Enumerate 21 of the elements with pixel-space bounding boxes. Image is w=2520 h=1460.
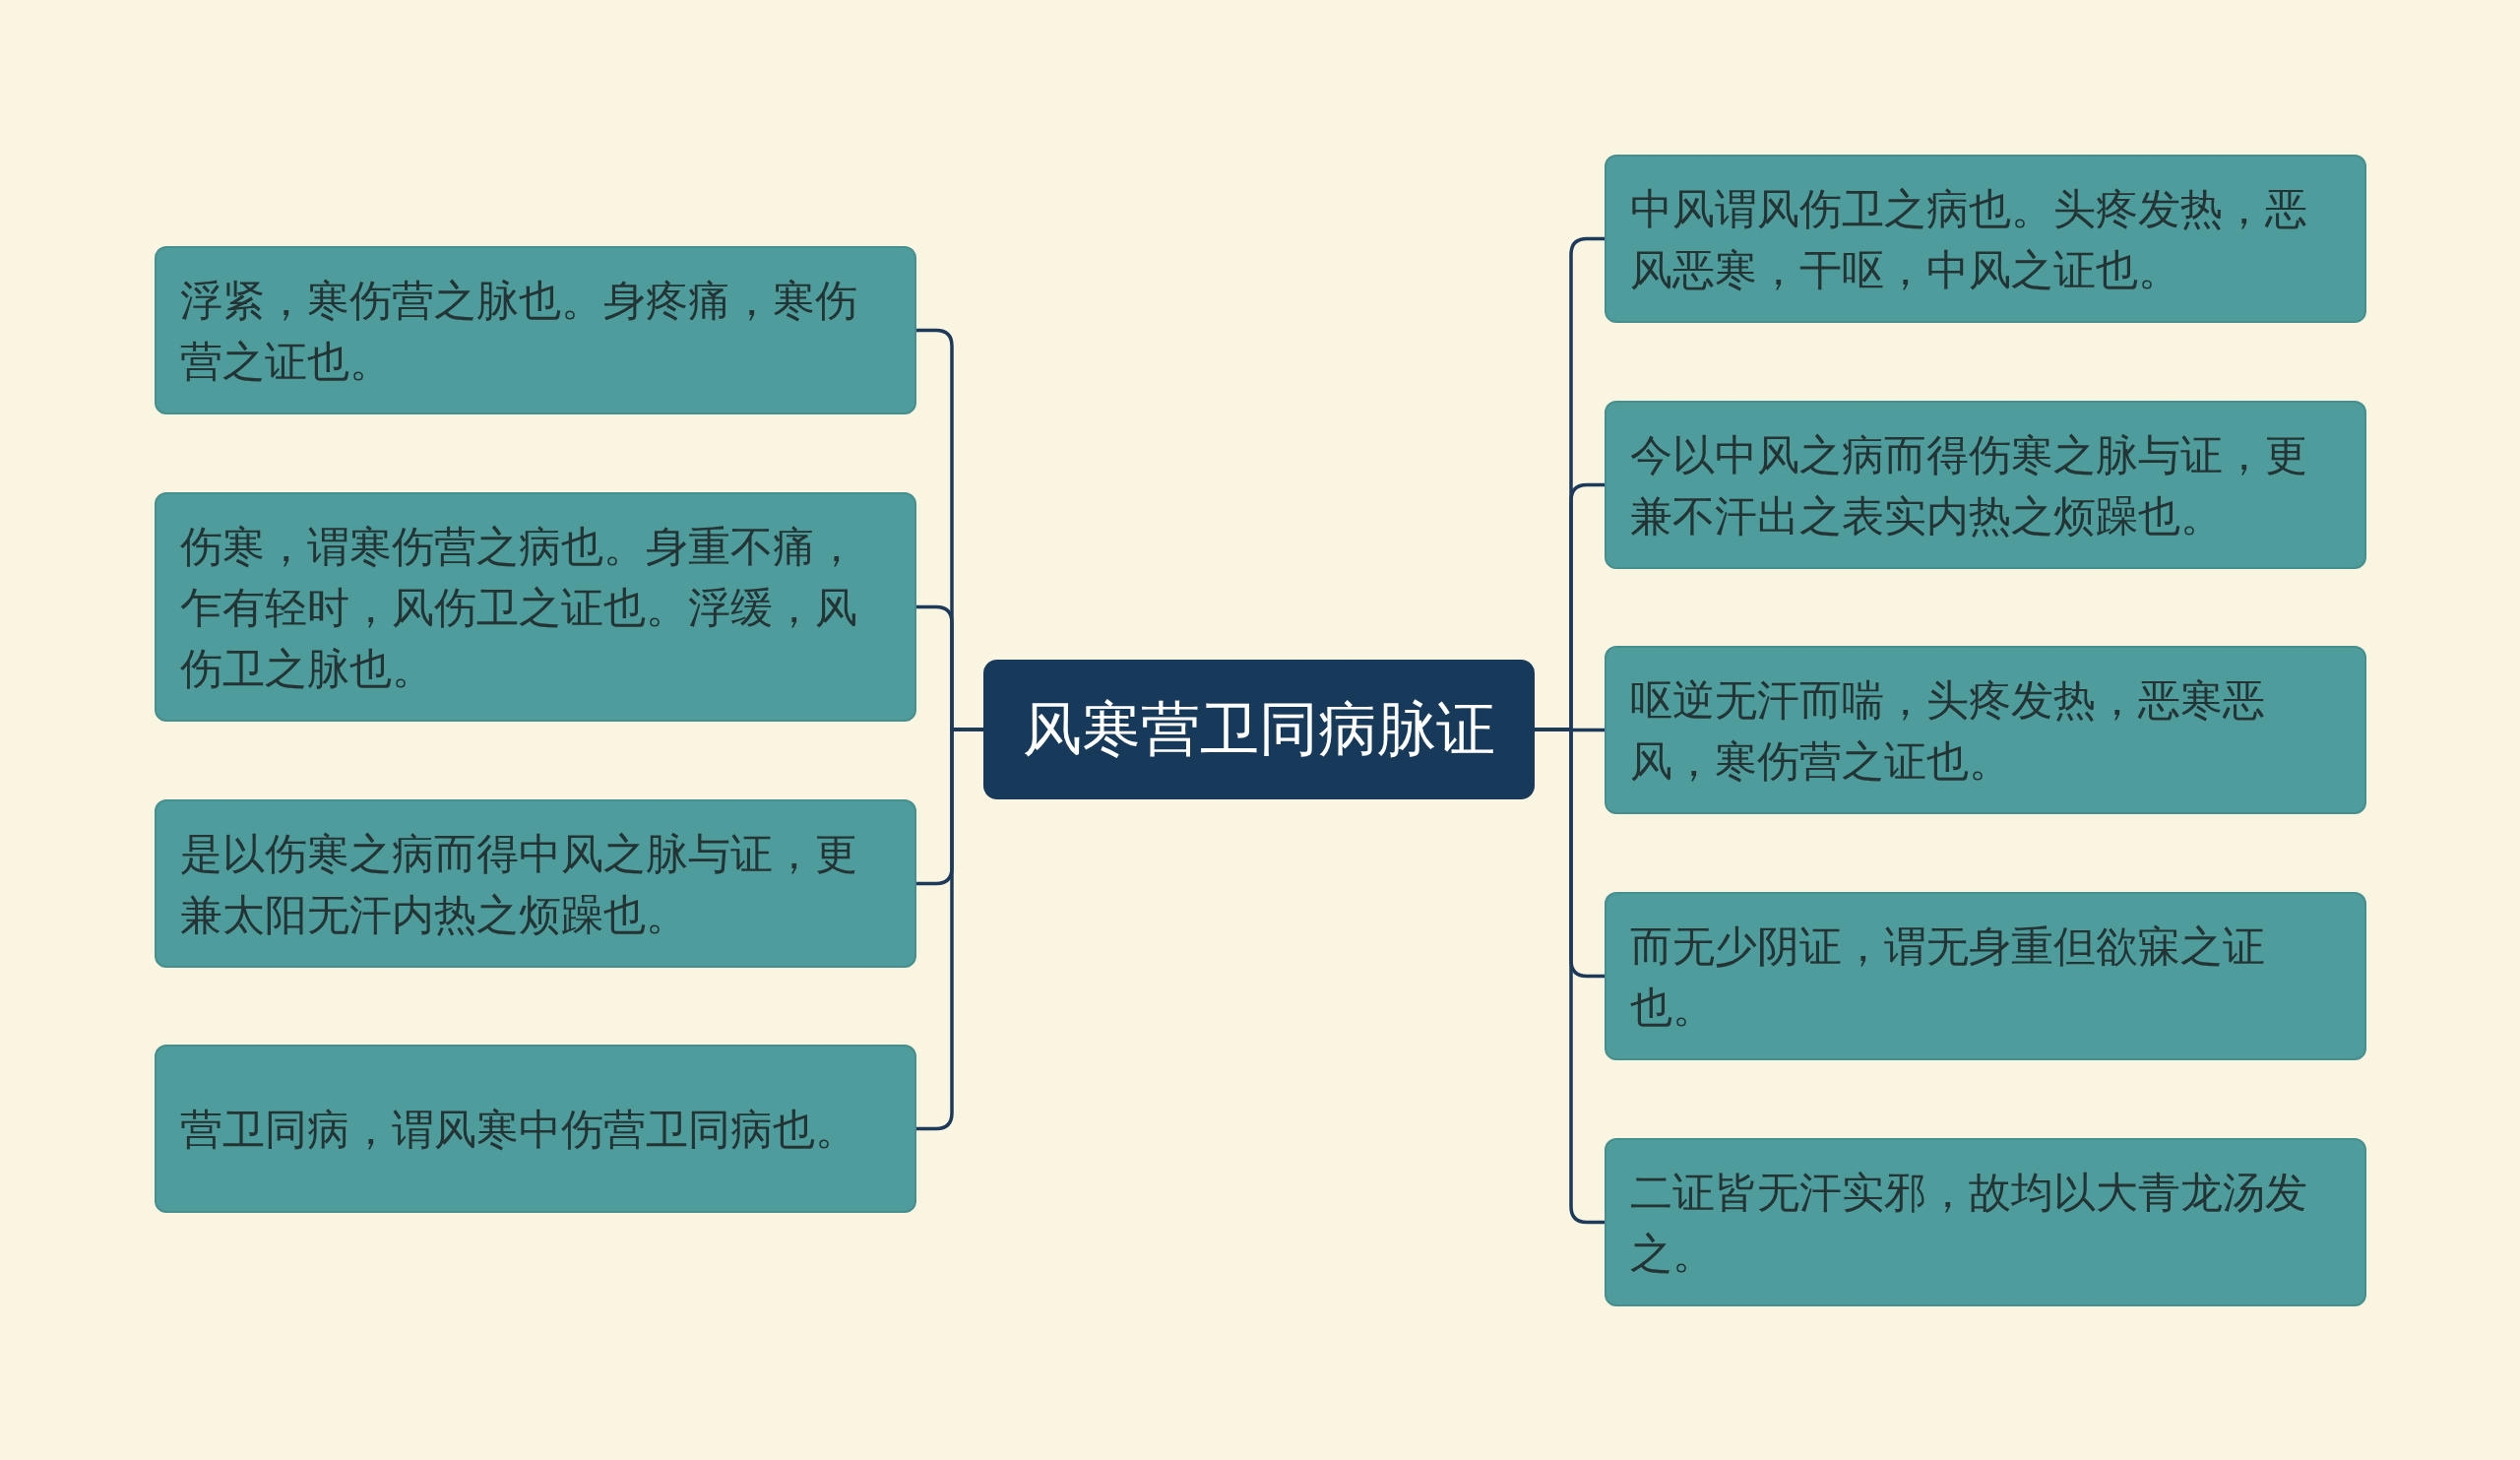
central-topic-box [983,660,1535,799]
topic-text: 伤寒，谓寒伤营之病也。身重不痛，乍有轻时，风伤卫之证也。浮缓，风伤卫之脉也。 [180,520,858,695]
topic-text: 呕逆无汗而喘，头疼发热，恶寒恶风，寒伤营之证也。 [1630,673,2266,788]
topic-box [155,246,916,414]
topic-text: 营卫同病，谓风寒中伤营卫同病也。 [180,1103,857,1156]
topic-text: 而无少阴证，谓无身重但欲寐之证也。 [1630,920,2266,1034]
topic-text: 浮紧，寒伤营之脉也。身疼痛，寒伤营之证也。 [180,274,858,388]
topic-box [155,1045,916,1213]
topic-box [1605,646,2366,814]
topic-box [1605,892,2366,1060]
topic-box [1605,1138,2366,1306]
central-topic-text: 风寒营卫同病脉证 [1023,692,1495,765]
topic-text: 是以伤寒之病而得中风之脉与证，更兼太阳无汗内热之烦躁也。 [180,827,858,941]
topic-box [1605,155,2366,323]
topic-box [155,492,916,722]
connector-line [916,728,983,1131]
topic-text: 今以中风之病而得伤寒之脉与证，更兼不汗出之表实内热之烦躁也。 [1630,428,2308,542]
topic-box [1605,401,2366,569]
topic-box [155,799,916,968]
topic-text: 中风谓风伤卫之病也。头疼发热，恶风恶寒，干呕，中风之证也。 [1630,182,2308,296]
topic-text: 二证皆无汗实邪，故均以大青龙汤发之。 [1630,1166,2308,1280]
